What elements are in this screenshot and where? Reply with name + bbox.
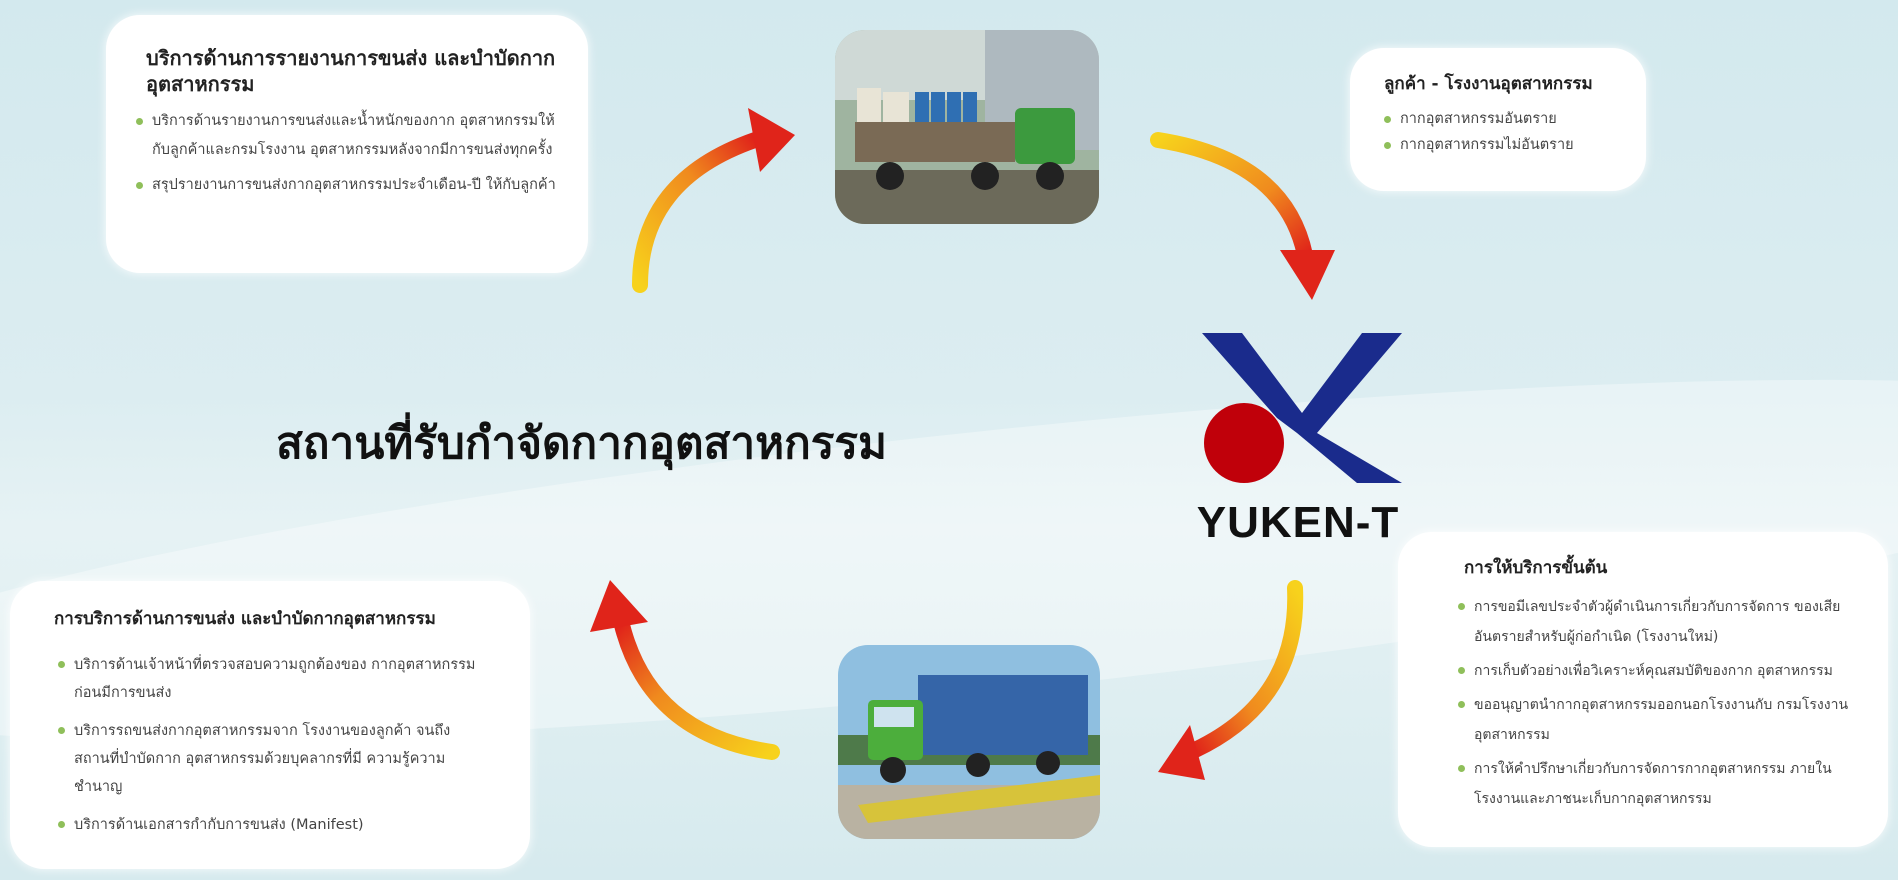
bullet-icon (58, 661, 65, 668)
list-item: ขออนุญาตนำกากอุตสาหกรรมออกนอกโรงงานกับ ก… (1458, 690, 1858, 750)
customer-factory-box: ลูกค้า - โรงงานอุตสาหกรรม กากอุตสาหกรรมอ… (1350, 48, 1646, 191)
arrow-bottom-left (590, 580, 780, 760)
bullet-icon (136, 118, 143, 125)
bullet-icon (136, 182, 143, 189)
list-item: กากอุตสาหกรรมไม่อันตราย (1384, 132, 1574, 158)
bullet-icon (1458, 765, 1465, 772)
bullet-icon (1458, 701, 1465, 708)
box-heading: ลูกค้า - โรงงานอุตสาหกรรม (1384, 74, 1593, 94)
list-item: การให้คำปรึกษาเกี่ยวกับการจัดการกากอุตสา… (1458, 754, 1858, 814)
yuken-t-logo (1202, 333, 1402, 483)
list-item: บริการด้านรายงานการขนส่งและน้ำหนักของกาก… (136, 107, 566, 165)
bullet-icon (58, 727, 65, 734)
truck-on-weighbridge-photo (838, 645, 1100, 839)
list-item: บริการด้านเอกสารกำกับการขนส่ง (Manifest) (58, 811, 478, 839)
logo-text: YUKEN-T (1196, 498, 1400, 547)
bullet-icon (1458, 667, 1465, 674)
bullet-icon (58, 821, 65, 828)
list-item: สรุปรายงานการขนส่งกากอุตสาหกรรมประจำเดือ… (136, 171, 566, 200)
arrow-top-right (1150, 132, 1335, 300)
list-item: บริการรถขนส่งกากอุตสาหกรรมจาก โรงงานของล… (58, 717, 478, 801)
bullet-icon (1458, 603, 1465, 610)
list-item: การขอมีเลขประจำตัวผู้ดำเนินการเกี่ยวกับก… (1458, 592, 1858, 652)
truck-loading-drums-photo (835, 30, 1099, 224)
initial-services-box: การให้บริการขั้นต้น การขอมีเลขประจำตัวผู… (1398, 532, 1888, 847)
arrow-bottom-right (1158, 580, 1304, 780)
box-heading: การให้บริการขั้นต้น (1464, 558, 1608, 578)
box-heading: บริการด้านการรายงานการขนส่ง และบำบัดกากอ… (146, 46, 556, 96)
page-title: สถานที่รับกำจัดกากอุตสาหกรรม (276, 418, 888, 469)
bullet-icon (1384, 116, 1391, 123)
arrow-top-left (632, 108, 795, 293)
list-item: บริการด้านเจ้าหน้าที่ตรวจสอบความถูกต้องข… (58, 651, 478, 707)
box-heading: การบริการด้านการขนส่ง และบำบัดกากอุตสาหก… (54, 609, 436, 629)
bullet-icon (1384, 142, 1391, 149)
transport-services-box: การบริการด้านการขนส่ง และบำบัดกากอุตสาหก… (10, 581, 530, 869)
list-item: กากอุตสาหกรรมอันตราย (1384, 106, 1574, 132)
reporting-services-box: บริการด้านการรายงานการขนส่ง และบำบัดกากอ… (106, 15, 588, 273)
list-item: การเก็บตัวอย่างเพื่อวิเคราะห์คุณสมบัติขอ… (1458, 656, 1858, 686)
